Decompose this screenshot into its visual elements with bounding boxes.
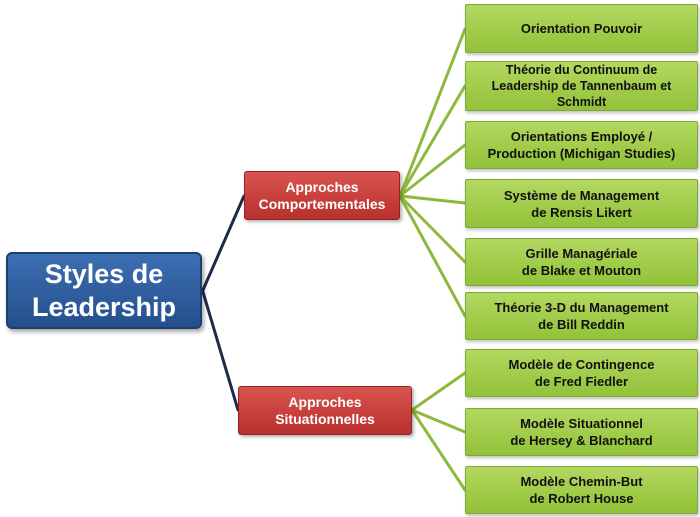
leaf-blake-mouton: Grille Managériale de Blake et Mouton: [465, 238, 698, 286]
root-node-styles-de-leadership: Styles de Leadership: [6, 252, 202, 329]
connector-comp-leaf-1: [398, 27, 467, 198]
leaf-hersey-blanchard: Modèle Situationnel de Hersey & Blanchar…: [465, 408, 698, 456]
connector-comp-leaf-5: [398, 194, 467, 264]
connector-root-situationnelles: [201, 290, 240, 412]
leaf-likert: Système de Management de Rensis Likert: [465, 179, 698, 228]
leaf-reddin: Théorie 3-D du Management de Bill Reddin: [465, 292, 698, 340]
branch-approches-situationnelles: Approches Situationnelles: [238, 386, 412, 435]
connector-comp-leaf-3: [398, 143, 467, 198]
leaf-michigan-studies: Orientations Employé / Production (Michi…: [465, 121, 698, 169]
leaf-fiedler: Modèle de Contingence de Fred Fiedler: [465, 349, 698, 397]
connector-sit-leaf-8: [410, 408, 467, 434]
connector-comp-leaf-6: [398, 194, 467, 318]
leaf-continuum-tannenbaum-schmidt: Théorie du Continuum de Leadership de Ta…: [465, 61, 698, 111]
connector-root-comportementales: [201, 194, 246, 292]
leaf-orientation-pouvoir: Orientation Pouvoir: [465, 4, 698, 53]
leaf-robert-house: Modèle Chemin-But de Robert House: [465, 466, 698, 514]
connector-sit-leaf-9: [410, 408, 467, 492]
connector-sit-leaf-7: [410, 371, 467, 412]
connector-comp-leaf-4: [398, 194, 467, 205]
connector-comp-leaf-2: [398, 84, 467, 198]
branch-approches-comportementales: Approches Comportementales: [244, 171, 400, 220]
